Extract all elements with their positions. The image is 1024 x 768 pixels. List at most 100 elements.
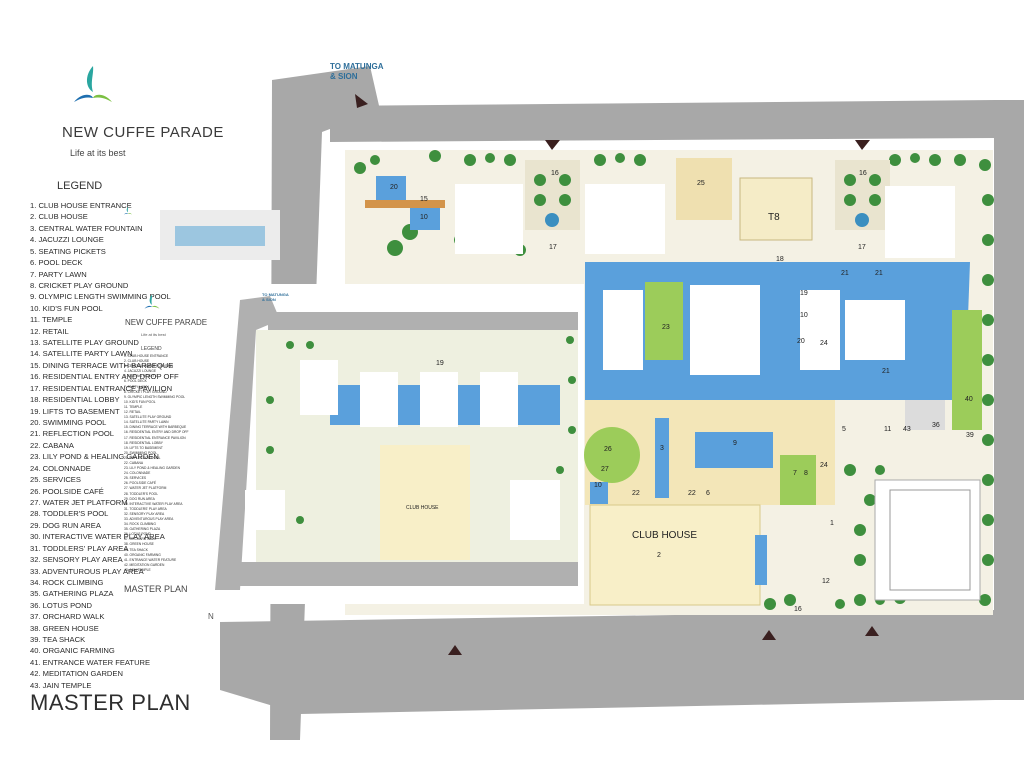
zone-number: 2 bbox=[657, 552, 661, 559]
brand-logo bbox=[74, 66, 112, 102]
mini-road-label: TO MATUNGA & SION bbox=[262, 292, 289, 302]
mini-trees bbox=[266, 336, 576, 524]
zone-number: 22 bbox=[688, 490, 696, 497]
mini-legend-item: 23. LILY POND & HEALING GARDEN bbox=[124, 466, 180, 471]
building-right-inner bbox=[889, 489, 971, 591]
legend-item: 29. DOG RUN AREA bbox=[30, 520, 101, 530]
legend-item: 5. SEATING PICKETS bbox=[30, 246, 106, 256]
mini-road-bottom bbox=[230, 562, 578, 586]
legend-item: 12. RETAIL bbox=[30, 326, 69, 336]
mini-legend-item: 41. ENTRANCE WATER FEATURE bbox=[124, 557, 177, 562]
thumbnail-logo bbox=[123, 206, 133, 215]
brand-name: NEW CUFFE PARADE bbox=[62, 124, 224, 141]
club-house-label: CLUB HOUSE bbox=[632, 530, 698, 541]
zone-number: 7 bbox=[793, 470, 797, 477]
legend-item: 33. ADVENTUROUS PLAY AREA bbox=[30, 566, 144, 576]
mini-legend-item: 9. OLYMPIC LENGTH SWIMMING POOL bbox=[124, 394, 186, 399]
road-bottom bbox=[220, 610, 995, 714]
road-right bbox=[994, 100, 1024, 700]
zone-number: 21 bbox=[882, 368, 890, 375]
mini-legend-item: 30. INTERACTIVE WATER PLAY AREA bbox=[124, 501, 183, 506]
zone-number: 25 bbox=[697, 180, 705, 187]
legend-item: 16. RESIDENTIAL ENTRY AND DROP OFF bbox=[30, 372, 179, 382]
mini-legend-item: 11. TEMPLE bbox=[124, 404, 143, 409]
mini-legend-item: 35. GATHERING PLAZA bbox=[124, 527, 161, 532]
services-25 bbox=[676, 158, 732, 220]
legend-item: 25. SERVICES bbox=[30, 475, 81, 485]
zone-number: 11 bbox=[884, 426, 892, 433]
legend-item: 11. TEMPLE bbox=[30, 315, 73, 325]
zone-number: 17 bbox=[549, 244, 557, 251]
mini-legend-item: 15. DINING TERRACE WITH BARBEQUE bbox=[124, 425, 187, 430]
zone-number: 26 bbox=[604, 446, 612, 453]
legend-item: 26. POOLSIDE CAFÉ bbox=[30, 486, 104, 496]
legend-item: 17. RESIDENTIAL ENTRANCE PAVILION bbox=[30, 383, 173, 393]
mini-club-house-label: CLUB HOUSE bbox=[406, 505, 439, 511]
mini-legend-item: 36. LOTUS POND bbox=[124, 532, 151, 537]
zone-number: 24 bbox=[820, 340, 828, 347]
mini-legend-item: 22. CABANA bbox=[124, 460, 144, 465]
mini-legend-item: 26. POOLSIDE CAFÉ bbox=[124, 481, 157, 486]
zone-number: 36 bbox=[932, 422, 940, 429]
mini-legend-item: 31. TODDLERS' PLAY AREA bbox=[124, 506, 167, 511]
zone-number: 3 bbox=[660, 445, 664, 452]
legend-item: 36. LOTUS POND bbox=[30, 600, 93, 610]
club-house-pool bbox=[755, 535, 767, 585]
mini-brand-logo bbox=[144, 294, 160, 309]
deck-15 bbox=[365, 200, 445, 208]
mini-legend-item: 3. CENTRAL WATER FOUNTAIN bbox=[124, 364, 173, 369]
legend-item: 1. CLUB HOUSE ENTRANCE bbox=[30, 201, 132, 210]
legend-item: 35. GATHERING PLAZA bbox=[30, 589, 114, 599]
legend-item: 38. GREEN HOUSE bbox=[30, 623, 99, 633]
brand-tagline: Life at its best bbox=[70, 148, 126, 158]
mini-legend-item: 10. KID'S FUN POOL bbox=[124, 399, 156, 404]
legend-item: 28. TODDLER'S POOL bbox=[30, 509, 109, 519]
mini-legend-item: 4. JACUZZI LOUNGE bbox=[124, 369, 157, 374]
legend-item: 31. TODDLERS' PLAY AREA bbox=[30, 543, 129, 553]
mini-road-diagonal bbox=[215, 296, 280, 590]
mini-legend-item: 40. ORGANIC FARMING bbox=[124, 552, 161, 557]
legend-item: 39. TEA SHACK bbox=[30, 635, 86, 645]
legend-item: 23. LILY POND & HEALING GARDEN bbox=[30, 452, 159, 462]
mini-legend-item: 25. SERVICES bbox=[124, 476, 147, 481]
legend-item: 40. ORGANIC FARMING bbox=[30, 646, 115, 656]
mini-legend-item: 19. LIFTS TO BASEMENT bbox=[124, 445, 163, 450]
mini-legend-item: 29. DOG RUN AREA bbox=[124, 496, 155, 501]
zone-number: 19 bbox=[800, 290, 808, 297]
legend-item: 3. CENTRAL WATER FOUNTAIN bbox=[30, 223, 143, 233]
entry-markers bbox=[355, 94, 879, 655]
legend-item: 15. DINING TERRACE WITH BARBEQUE bbox=[30, 360, 174, 370]
green-house-38 bbox=[905, 400, 945, 430]
mini-club-house bbox=[380, 445, 470, 560]
mini-legend-item: 1. CLUB HOUSE ENTRANCE bbox=[124, 354, 169, 358]
legend-item: 7. PARTY LAWN bbox=[30, 269, 87, 279]
pool-20-top-left bbox=[376, 176, 406, 202]
mini-legend-item: 6. POOL DECK bbox=[124, 379, 147, 384]
legend-item: 43. JAIN TEMPLE bbox=[30, 680, 92, 690]
mini-legend-item: 2. CLUB HOUSE bbox=[124, 359, 150, 364]
mini-brand-name: NEW CUFFE PARADE bbox=[125, 318, 208, 327]
mini-legend-item: 8. CRICKET PLAY GROUND bbox=[124, 389, 167, 394]
mini-legend-item: 13. SATELLITE PLAY GROUND bbox=[124, 415, 172, 420]
zone-number: 1 bbox=[830, 520, 834, 527]
dropoff-16-left bbox=[525, 160, 580, 230]
zone-number: 39 bbox=[966, 432, 974, 439]
legend-item: 32. SENSORY PLAY AREA bbox=[30, 555, 123, 565]
zone-number: 9 bbox=[733, 440, 737, 447]
mini-master-plan-title: MASTER PLAN bbox=[124, 584, 188, 594]
road-label-line1: TO MATUNGA bbox=[330, 62, 384, 71]
mini-legend-item: 16. RESIDENTIAL ENTRY AND DROP OFF bbox=[124, 430, 189, 435]
mini-legend-item: 24. COLONNADE bbox=[124, 471, 151, 476]
legend-item: 24. COLONNADE bbox=[30, 463, 91, 473]
mini-legend-item: 20. SWIMMING POOL bbox=[124, 450, 158, 455]
legend-item: 30. INTERACTIVE WATER PLAY AREA bbox=[30, 532, 165, 542]
mini-legend-item: 38. GREEN HOUSE bbox=[124, 542, 154, 547]
tower-t8-label: T8 bbox=[768, 212, 780, 223]
legend-item: 41. ENTRANCE WATER FEATURE bbox=[30, 657, 151, 667]
mini-legend-item: 43. JAIN TEMPLE bbox=[124, 567, 151, 572]
legend-item: 2. CLUB HOUSE bbox=[30, 212, 88, 222]
thumbnail-water bbox=[175, 226, 265, 246]
